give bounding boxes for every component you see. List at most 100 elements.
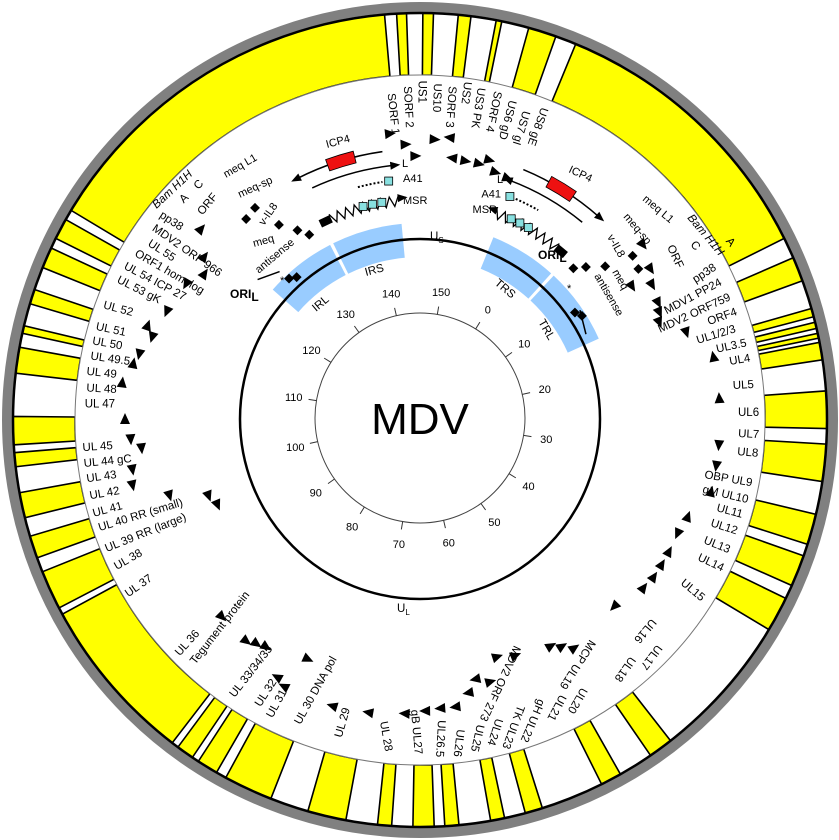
l-transcript-line xyxy=(311,164,394,189)
a41-marker-icon xyxy=(384,176,394,186)
gene-arrow-icon xyxy=(126,479,137,492)
meq-gene-icon xyxy=(569,307,580,318)
a41-label: A41 xyxy=(481,189,501,201)
gene-label: US10 xyxy=(430,83,443,112)
region-us-sub: S xyxy=(438,236,443,245)
gene-arrow-icon xyxy=(652,315,662,328)
scale-tick xyxy=(480,503,487,511)
gene-arrow-icon xyxy=(681,510,691,523)
meq-gene-icon xyxy=(633,263,644,274)
gene-arrow-icon xyxy=(384,129,396,140)
scale-tick xyxy=(475,321,481,330)
arrowhead-icon xyxy=(291,173,302,182)
gene-arrow-icon xyxy=(434,702,446,713)
gene-block xyxy=(12,415,77,446)
gene-label: UL 28 xyxy=(377,720,394,752)
gene-arrow-icon xyxy=(271,674,284,684)
gene-arrow-icon xyxy=(278,683,291,694)
gene-arrows xyxy=(116,129,725,719)
gene-arrow-icon xyxy=(651,296,661,309)
region-ul-sub: L xyxy=(405,608,410,617)
gene-label: US2 xyxy=(458,81,473,105)
gene-arrow-icon xyxy=(490,653,503,664)
gene-arrow-icon xyxy=(472,157,485,168)
gene-arrow-icon xyxy=(210,498,221,511)
gene-label: gB UL27 xyxy=(408,709,424,755)
scale-tick xyxy=(523,434,532,438)
gene-arrow-icon xyxy=(163,489,173,502)
gene-arrow-icon xyxy=(410,151,422,162)
gene-label: UL 47 xyxy=(85,399,115,411)
gene-arrow-icon xyxy=(164,304,174,318)
gene-label: UL4 xyxy=(728,352,751,368)
ori-arrow-icon xyxy=(257,270,280,281)
scale-tick-label: 50 xyxy=(488,517,500,529)
gene-block xyxy=(412,763,436,828)
gene-arrow-icon xyxy=(555,643,568,654)
gene-arrow-icon xyxy=(449,701,461,712)
scale-tick-label: 60 xyxy=(443,538,455,550)
arrowhead-icon xyxy=(487,206,499,215)
gene-label: UL 49.5 xyxy=(90,351,131,368)
icp4-gene-box xyxy=(545,175,577,202)
gene-arrow-icon xyxy=(301,652,314,662)
meq-gene-icon xyxy=(304,229,315,240)
gene-arrow-icon xyxy=(197,268,208,281)
gene-label: UL7 xyxy=(738,428,760,441)
gene-arrow-icon xyxy=(429,134,441,145)
gene-arrow-icon xyxy=(326,702,339,713)
scale-tick-label: 100 xyxy=(286,442,304,454)
meq-gene-icon xyxy=(273,219,284,230)
ori-asterisk: * xyxy=(280,275,285,287)
scale-tick xyxy=(394,307,397,316)
scale-tick xyxy=(309,441,318,444)
scale-tick-label: 70 xyxy=(393,539,405,551)
gene-arrow-icon xyxy=(635,237,647,250)
gene-arrow-icon xyxy=(544,642,557,653)
gene-block xyxy=(421,12,435,77)
scale-circle xyxy=(314,312,526,524)
meq-gene-icon xyxy=(284,273,295,284)
scale-tick-label: 140 xyxy=(382,288,400,300)
ori-l-label-right: ORIL xyxy=(538,248,567,265)
gene-arrow-icon xyxy=(446,153,458,164)
gene-arrow-icon xyxy=(679,326,690,339)
gene-arrow-icon xyxy=(567,644,580,655)
gene-arrow-icon xyxy=(194,224,206,236)
meq-gene-icon xyxy=(568,263,579,274)
msr-marker-icon xyxy=(506,214,516,224)
l-transcript-label: L xyxy=(497,174,503,186)
scale-tick-label: 120 xyxy=(302,345,320,357)
ori-arrow-icon xyxy=(579,309,587,335)
scale-tick xyxy=(308,398,317,402)
gene-label: UL5 xyxy=(733,379,755,392)
meq-antisense-label: meq xyxy=(252,233,276,250)
gene-arrow-icon xyxy=(362,708,375,719)
gene-label: UL8 xyxy=(737,446,759,460)
icp4-gene-box xyxy=(325,150,357,172)
meq-gene-icon xyxy=(600,261,611,272)
scale-tick-label: 10 xyxy=(518,339,530,351)
gene-arrow-icon xyxy=(652,305,662,318)
scale-tick-label: 80 xyxy=(346,522,358,534)
gene-arrow-icon xyxy=(509,652,522,662)
gene-arrow-icon xyxy=(714,392,725,404)
ori-text: ORI xyxy=(538,248,559,262)
gene-arrow-icon xyxy=(116,376,127,389)
gene-arrow-icon xyxy=(705,485,715,498)
ori-subscript: L xyxy=(251,290,258,304)
gene-label: UL 42 xyxy=(89,485,121,502)
gene-arrow-icon xyxy=(400,139,412,150)
scale-tick xyxy=(400,521,404,530)
msr-marker-icon xyxy=(523,223,533,232)
region-ul-label: UL xyxy=(397,603,410,617)
gene-arrow-icon xyxy=(489,166,502,176)
meq-gene-icon xyxy=(250,202,260,213)
scale-tick xyxy=(436,306,440,315)
ori-subscript: L xyxy=(559,251,566,265)
gene-arrow-icon xyxy=(484,678,497,688)
gene-block xyxy=(763,390,828,430)
gene-arrow-icon xyxy=(709,350,720,363)
gene-arrow-icon xyxy=(197,251,208,264)
gene-arrow-icon xyxy=(148,330,159,343)
